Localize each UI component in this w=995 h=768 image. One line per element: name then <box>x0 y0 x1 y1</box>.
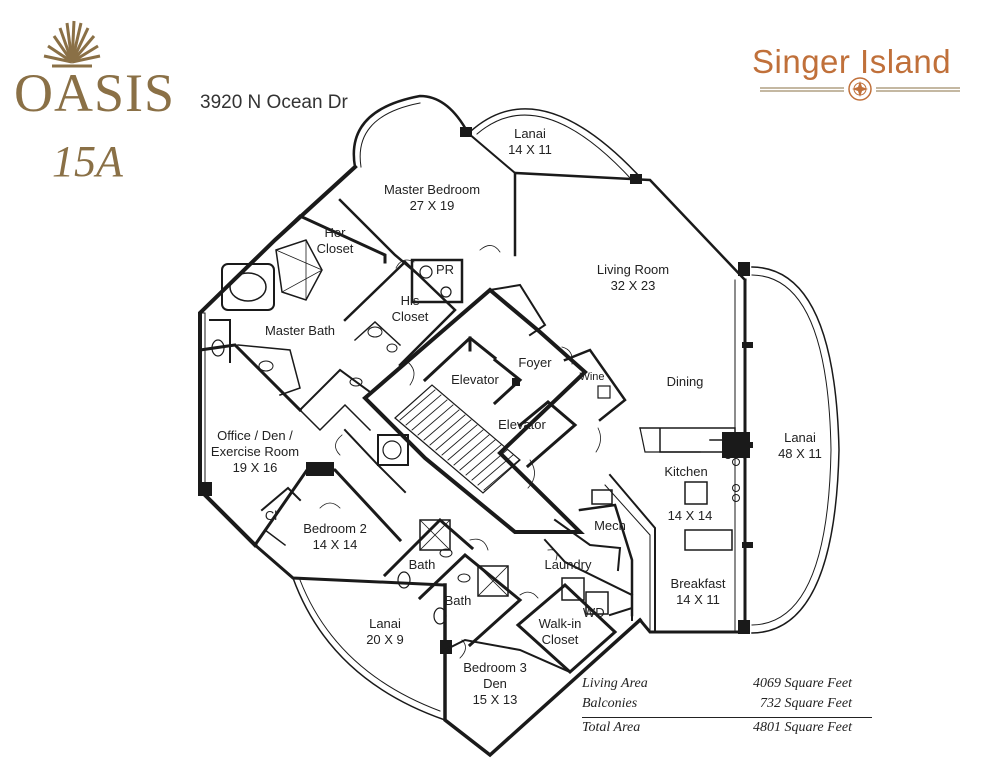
room-foyer: Foyer <box>510 355 560 371</box>
room-bath-1: Bath <box>402 557 442 573</box>
room-name: Wine <box>579 371 605 383</box>
washer-label: W <box>582 605 596 621</box>
room-name: Lanai <box>784 430 816 445</box>
area-summary-table: Living Area 4069 Square Feet Balconies 7… <box>582 674 872 738</box>
room-her-closet: Her Closet <box>305 225 365 257</box>
room-elevator-2: Elevator <box>492 417 552 433</box>
location-name: Singer Island <box>752 43 952 80</box>
room-name-2: Den <box>483 676 507 691</box>
room-closet-cl: Cl <box>261 508 281 524</box>
room-size: 14 X 11 <box>508 142 552 157</box>
room-name: Dining <box>666 374 704 389</box>
room-living-room: Living Room 32 X 23 <box>583 262 683 294</box>
room-size: 48 X 11 <box>778 446 822 461</box>
room-name: D <box>595 605 605 620</box>
room-wine: Wine <box>575 369 609 385</box>
room-mech: Mech <box>588 518 632 534</box>
area-label: Balconies <box>582 696 638 711</box>
room-size: 20 X 9 <box>366 632 404 647</box>
area-value: 732 Square Feet <box>759 696 852 711</box>
room-name: Laundry <box>544 557 592 572</box>
room-name: Living Room <box>596 262 670 277</box>
room-name: PR <box>435 262 455 277</box>
room-size: 14 X 14 <box>312 537 358 552</box>
lanai-top-outline <box>469 108 642 179</box>
room-breakfast: Breakfast 14 X 11 <box>658 576 738 608</box>
room-name: Walk-in <box>538 616 582 631</box>
area-row-living: Living Area 4069 Square Feet <box>582 674 872 694</box>
dryer-label: D <box>593 605 607 621</box>
room-name: His <box>400 293 420 308</box>
room-name: Mech <box>594 518 626 533</box>
room-name: Office / Den / <box>217 428 293 443</box>
area-label: Total Area <box>582 720 641 735</box>
room-name: Bath <box>408 557 436 572</box>
lanai-bottom-outline <box>292 577 446 721</box>
shell-logo-icon <box>43 20 101 68</box>
room-name: Foyer <box>518 355 552 370</box>
room-powder-room: PR <box>430 262 460 278</box>
room-bath-2: Bath <box>438 593 478 609</box>
room-bedroom-3: Bedroom 3 Den 15 X 13 <box>455 660 535 708</box>
room-size: 14 X 14 <box>667 508 713 523</box>
room-lanai-top: Lanai 14 X 11 <box>500 126 560 158</box>
lanai-right-outline <box>751 266 840 634</box>
area-row-total: Total Area 4801 Square Feet <box>582 717 872 738</box>
room-name: Elevator <box>498 417 546 432</box>
room-master-bedroom: Master Bedroom 27 X 19 <box>372 182 492 214</box>
compass-icon <box>760 77 960 101</box>
area-value: 4801 Square Feet <box>752 720 852 735</box>
room-dining: Dining <box>655 374 715 390</box>
room-name: Bath <box>444 593 472 608</box>
room-master-bath: Master Bath <box>250 323 350 339</box>
room-name-2: Closet <box>316 241 354 256</box>
area-row-balconies: Balconies 732 Square Feet <box>582 694 872 714</box>
room-kitchen-size: 14 X 14 <box>655 508 725 524</box>
room-size: 32 X 23 <box>610 278 656 293</box>
room-name: W <box>582 605 596 620</box>
room-lanai-bottom: Lanai 20 X 9 <box>355 616 415 648</box>
room-walk-in-closet: Walk-in Closet <box>530 616 590 648</box>
room-name-2: Closet <box>541 632 579 647</box>
room-name: Kitchen <box>664 464 708 479</box>
unit-number: 15A <box>52 137 123 186</box>
room-name: Elevator <box>451 372 499 387</box>
room-size: 19 X 16 <box>232 460 278 475</box>
room-name: Breakfast <box>670 576 726 591</box>
room-office: Office / Den / Exercise Room 19 X 16 <box>203 428 307 476</box>
address: 3920 N Ocean Dr <box>200 92 348 113</box>
room-name: Lanai <box>369 616 401 631</box>
room-laundry: Laundry <box>538 557 598 573</box>
area-label: Living Area <box>582 676 648 691</box>
room-his-closet: His Closet <box>380 293 440 325</box>
room-lanai-right: Lanai 48 X 11 <box>770 430 830 462</box>
room-bedroom-2: Bedroom 2 14 X 14 <box>295 521 375 553</box>
room-name: Bedroom 2 <box>303 521 367 536</box>
room-name-2: Closet <box>391 309 429 324</box>
room-size: 14 X 11 <box>676 592 720 607</box>
oasis-logo-text: OASIS <box>14 63 176 123</box>
room-name: Her <box>324 225 346 240</box>
room-name: Master Bath <box>264 323 336 338</box>
room-name: Cl <box>264 508 278 523</box>
room-name: Bedroom 3 <box>463 660 527 675</box>
area-value: 4069 Square Feet <box>752 676 852 691</box>
room-name: Lanai <box>514 126 546 141</box>
room-name: Master Bedroom <box>383 182 481 197</box>
room-name-2: Exercise Room <box>210 444 300 459</box>
room-size: 27 X 19 <box>409 198 455 213</box>
room-size: 15 X 13 <box>472 692 518 707</box>
room-elevator-1: Elevator <box>445 372 505 388</box>
room-kitchen: Kitchen <box>656 464 716 480</box>
